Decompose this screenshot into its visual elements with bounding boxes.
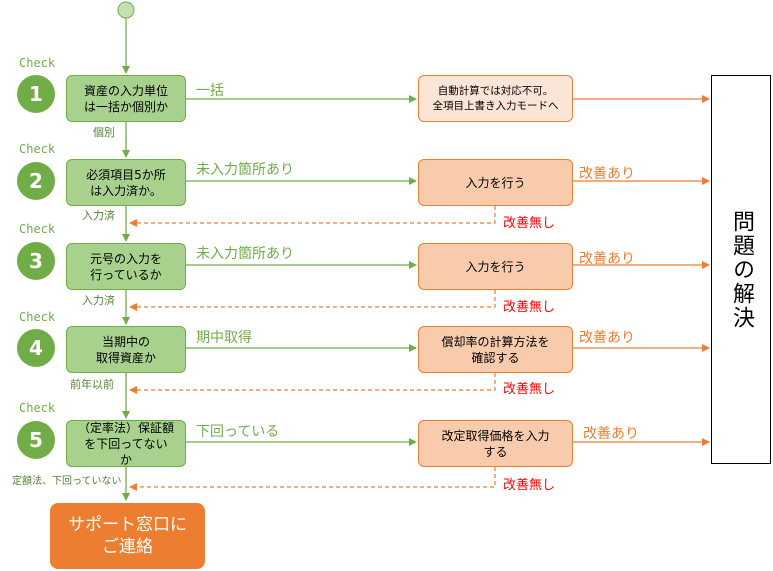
check-label-5: Check <box>19 401 56 415</box>
improved-label-2: 改善あり <box>579 166 635 182</box>
check-label-3: Check <box>19 222 56 236</box>
step-number-4: 4 <box>17 329 55 367</box>
branch-label-2: 未入力箇所あり <box>196 162 294 178</box>
support-text: サポート窓口に ご連絡 <box>68 515 187 557</box>
condition-text-2: 必須項目5か所 は入力済か。 <box>86 167 166 198</box>
condition-text-4: 当期中の 取得資産か <box>95 334 156 365</box>
condition-box-1: 資産の入力単位 は一括か個別か <box>66 75 186 122</box>
action-box-4: 償却率の計算方法を 確認する <box>418 326 573 373</box>
not-improved-label-4: 改善無し <box>503 382 556 397</box>
condition-text-5: （定率法）保証額 を下回ってない か <box>77 420 174 467</box>
condition-text-1: 資産の入力単位 は一括か個別か <box>83 83 168 114</box>
action-box-3: 入力を行う <box>418 243 573 290</box>
next-label-1: 個別 <box>93 126 115 139</box>
step-number-2: 2 <box>17 162 55 200</box>
condition-box-2: 必須項目5か所 は入力済か。 <box>66 159 186 206</box>
action-text-2: 入力を行う <box>465 175 526 190</box>
action-text-4: 償却率の計算方法を 確認する <box>441 334 550 365</box>
support-box: サポート窓口に ご連絡 <box>50 503 205 569</box>
return-arrow-step5 <box>129 467 496 491</box>
result-text: 問題の解決 <box>729 209 754 330</box>
action-text-1: 自動計算では対応不可。 全項目上書き入力モードへ <box>432 84 559 112</box>
next-label-2: 入力済 <box>82 209 115 222</box>
action-text-3: 入力を行う <box>465 259 526 274</box>
check-label-4: Check <box>19 310 56 324</box>
condition-box-4: 当期中の 取得資産か <box>66 326 186 373</box>
not-improved-label-2: 改善無し <box>503 216 556 231</box>
condition-box-3: 元号の入力を 行っているか <box>66 243 186 290</box>
action-box-2: 入力を行う <box>418 159 573 206</box>
next-label-5: 定額法、下回っていない <box>12 476 122 487</box>
result-box: 問題の解決 <box>711 75 771 464</box>
step-number-3: 3 <box>17 242 55 280</box>
action-text-5: 改定取得価格を入力 する <box>441 428 550 459</box>
step-number-1: 1 <box>17 75 55 113</box>
branch-label-3: 未入力箇所あり <box>196 246 294 262</box>
branch-label-4: 期中取得 <box>196 330 252 346</box>
return-arrow-step2 <box>129 206 496 227</box>
next-label-3: 入力済 <box>82 294 115 307</box>
improved-label-4: 改善あり <box>579 330 635 346</box>
not-improved-label-3: 改善無し <box>503 300 556 315</box>
start-node <box>117 1 135 19</box>
action-box-5: 改定取得価格を入力 する <box>418 420 573 467</box>
condition-text-3: 元号の入力を 行っているか <box>89 251 162 282</box>
check-label-1: Check <box>19 56 56 70</box>
improved-label-5: 改善あり <box>583 426 639 442</box>
next-label-4: 前年以前 <box>70 378 114 391</box>
not-improved-label-5: 改善無し <box>503 478 556 493</box>
improved-label-3: 改善あり <box>579 251 635 267</box>
return-arrow-step4 <box>129 373 496 394</box>
step-number-5: 5 <box>17 421 55 459</box>
branch-label-5: 下回っている <box>196 424 280 440</box>
branch-label-1: 一括 <box>196 83 224 99</box>
action-box-1: 自動計算では対応不可。 全項目上書き入力モードへ <box>418 75 573 122</box>
check-label-2: Check <box>19 142 56 156</box>
return-arrow-step3 <box>129 290 496 311</box>
condition-box-5: （定率法）保証額 を下回ってない か <box>66 420 186 467</box>
